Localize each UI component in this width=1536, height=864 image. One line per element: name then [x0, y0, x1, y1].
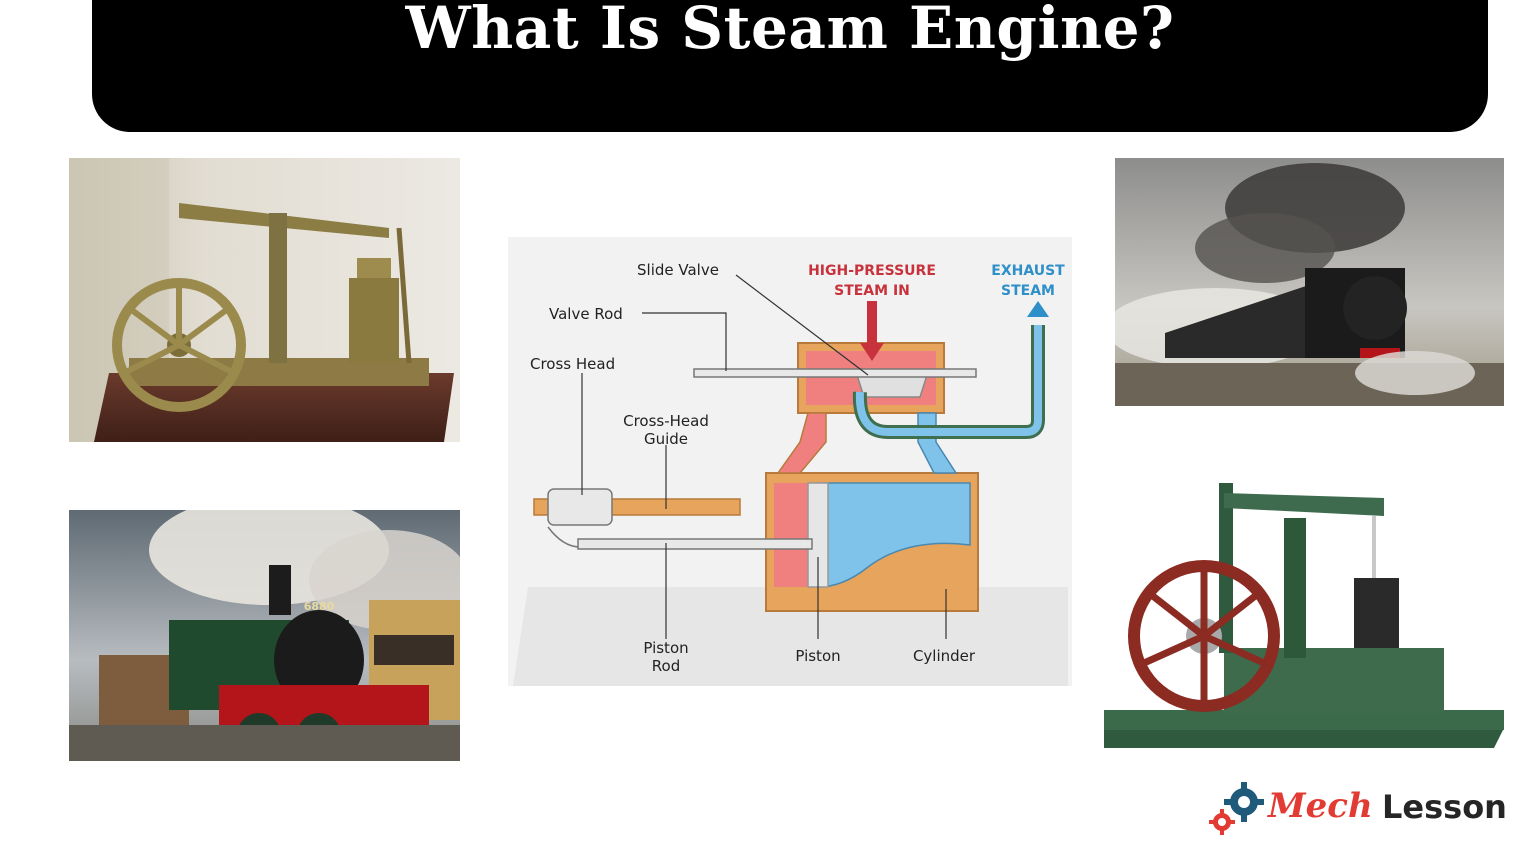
label-high-pressure-line2: STEAM IN	[834, 283, 910, 299]
label-exhaust-line1: EXHAUST	[991, 263, 1065, 279]
label-valve-rod: Valve Rod	[549, 305, 623, 323]
smoking-train-photo	[1115, 158, 1504, 406]
label-cylinder: Cylinder	[913, 647, 976, 665]
steam-engine-diagram: Slide Valve Valve Rod Cross Head Cross-H…	[508, 237, 1072, 686]
label-cross-head: Cross Head	[530, 355, 615, 373]
beam-engine-model-photo	[69, 158, 460, 442]
logo-text-mech: Mech	[1268, 786, 1373, 826]
label-piston: Piston	[795, 647, 840, 665]
logo-text-lesson: Lesson	[1382, 788, 1507, 826]
label-cross-head-guide-line2: Guide	[644, 430, 688, 448]
label-high-pressure-line1: HIGH-PRESSURE	[808, 263, 936, 279]
label-cross-head-guide-line1: Cross-Head	[623, 412, 709, 430]
watt-engine-model-photo	[1104, 478, 1504, 748]
locomotive-number-plate: 6880	[304, 600, 335, 613]
label-exhaust-line2: STEAM	[1001, 283, 1055, 299]
page-title: What Is Steam Engine?	[405, 0, 1175, 62]
mechlesson-logo: Mech Lesson	[1204, 778, 1514, 844]
label-piston-rod-line2: Rod	[652, 657, 680, 675]
gwr-locomotive-photo: 6880	[69, 510, 460, 761]
gear-icon	[1209, 782, 1264, 835]
label-piston-rod-line1: Piston	[643, 639, 688, 657]
title-banner: What Is Steam Engine?	[92, 0, 1488, 132]
label-slide-valve: Slide Valve	[637, 261, 719, 279]
